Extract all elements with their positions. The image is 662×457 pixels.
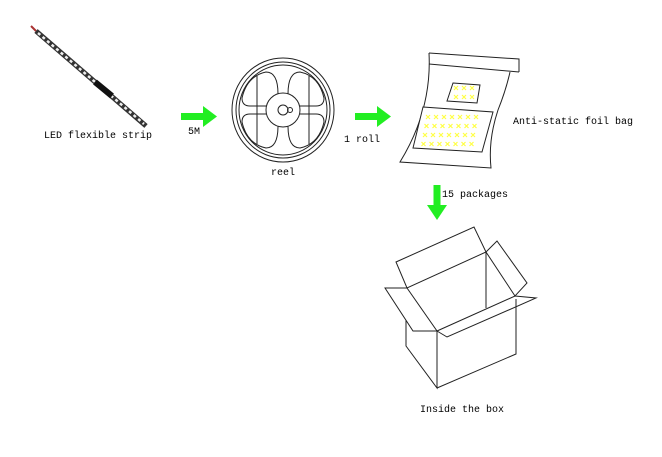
- led-chip-icon: [425, 114, 431, 120]
- led-chip-icon: [453, 85, 459, 91]
- cardboard-box-illustration: [384, 226, 538, 390]
- anti-static-bag-illustration: [399, 52, 520, 169]
- arrow-down-icon: [427, 185, 447, 220]
- led-chip-icon: [432, 123, 437, 129]
- packages-label: 15 packages: [442, 190, 509, 201]
- led-chip-icon: [469, 141, 474, 147]
- led-chip-icon: [470, 132, 476, 138]
- led-chip-icon: [440, 123, 445, 129]
- led-chip-icon: [457, 114, 463, 120]
- led-chip-icon: [453, 94, 459, 100]
- length-label: 5M: [188, 127, 201, 138]
- led-chip-icon: [430, 132, 436, 138]
- roll-label: 1 roll: [344, 135, 381, 146]
- led-chip-icon: [469, 94, 475, 100]
- led-chip-icon: [461, 141, 466, 147]
- led-chip-icon: [473, 114, 479, 120]
- led-chip-icon: [448, 123, 453, 129]
- led-chip-icon: [445, 141, 450, 147]
- arrow-right-icon: [355, 106, 391, 127]
- led-chip-icon: [429, 141, 434, 147]
- led-chip-icon: [453, 141, 458, 147]
- led-chip-icon: [446, 132, 452, 138]
- led-chip-icon: [464, 123, 469, 129]
- led-chip-icon: [422, 132, 428, 138]
- led-chip-icon: [461, 85, 467, 91]
- led-chip-icon: [424, 123, 429, 129]
- led-chip-icon: [438, 132, 444, 138]
- led-chip-icon: [465, 114, 471, 120]
- led-chip-icon: [433, 114, 439, 120]
- led-chip-icon: [449, 114, 455, 120]
- led-strip-illustration: [30, 25, 148, 128]
- reel-label: reel: [271, 168, 296, 179]
- led-chip-icon: [462, 132, 468, 138]
- led-chip-icon: [421, 141, 426, 147]
- box-label: Inside the box: [420, 405, 505, 416]
- led-chip-icon: [441, 114, 447, 120]
- reel-illustration: [231, 57, 335, 163]
- led-chip-icon: [469, 85, 475, 91]
- bag-label: Anti-static foil bag: [513, 117, 634, 128]
- led-chip-icon: [456, 123, 461, 129]
- led-chip-icon: [454, 132, 460, 138]
- arrow-right-icon: [181, 106, 217, 127]
- strip-label: LED flexible strip: [44, 131, 153, 142]
- led-chip-icon: [461, 94, 467, 100]
- led-chip-icon: [472, 123, 477, 129]
- led-chip-icon: [437, 141, 442, 147]
